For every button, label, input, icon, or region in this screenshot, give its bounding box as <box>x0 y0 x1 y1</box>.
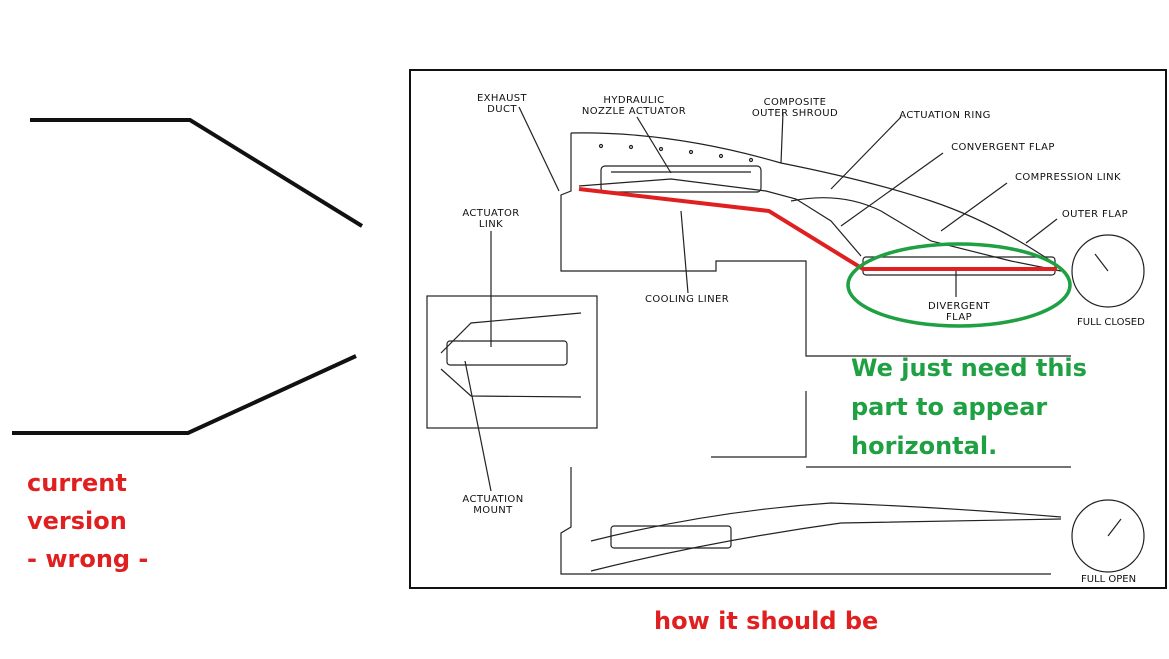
gauge-closed-icon <box>1071 234 1145 308</box>
label-actuation-ring: ACTUATION RING <box>899 110 991 121</box>
green-annotation: We just need this part to appear horizon… <box>851 349 1151 466</box>
shroud-rivets <box>598 143 754 163</box>
highlight-red-path <box>578 187 1057 271</box>
label-convergent-flap: CONVERGENT FLAP <box>951 142 1055 153</box>
outer-shroud-curve <box>570 132 1052 262</box>
current-version-panel: current version - wrong - <box>0 0 400 654</box>
lower-link-arm <box>440 368 582 398</box>
flap-structure <box>790 197 1062 272</box>
label-hydraulic-actuator: HYDRAULIC NOZZLE ACTUATOR <box>581 95 687 117</box>
lower-actuator-shape <box>610 525 732 549</box>
label-full-open: FULL OPEN <box>1081 574 1137 585</box>
nozzle-diagram <box>426 106 1145 575</box>
label-cooling-liner: COOLING LINER <box>644 294 730 305</box>
gauge-open-icon <box>1071 499 1145 573</box>
highlight-green-ellipse <box>846 242 1072 328</box>
note-line: - wrong - <box>27 545 149 573</box>
note-line: version <box>27 507 127 535</box>
actuator-link-inset <box>426 295 598 429</box>
label-actuation-mount: ACTUATION MOUNT <box>462 494 524 516</box>
nozzle-diagram-frame: EXHAUST DUCT HYDRAULIC NOZZLE ACTUATOR C… <box>409 69 1167 589</box>
annotation-line: We just need this <box>851 354 1087 382</box>
annotation-line: part to appear <box>851 393 1048 421</box>
lower-housing-steps <box>711 391 1071 468</box>
note-line: current <box>27 469 127 497</box>
caption-how-it-should-be: how it should be <box>654 607 879 635</box>
label-compression-link: COMPRESSION LINK <box>1015 172 1121 183</box>
link-cylinder <box>446 340 568 366</box>
label-full-closed: FULL CLOSED <box>1077 317 1145 328</box>
lower-contour-line <box>12 354 357 435</box>
label-composite-shroud: COMPOSITE OUTER SHROUD <box>751 97 839 119</box>
label-divergent-flap: DIVERGENT FLAP <box>927 301 990 323</box>
lower-flap-curve <box>590 502 1062 542</box>
lower-liner-curve <box>590 518 1062 572</box>
annotation-line: horizontal. <box>851 432 998 460</box>
current-version-sketch <box>12 118 364 435</box>
upper-link-arm <box>440 312 582 354</box>
divergent-flap-shape <box>862 256 1056 276</box>
label-exhaust-duct: EXHAUST DUCT <box>476 93 528 115</box>
upper-contour-line <box>30 118 364 228</box>
label-actuator-link: ACTUATOR LINK <box>462 208 520 230</box>
actuator-body <box>578 178 862 257</box>
lower-housing-outline <box>560 467 1051 575</box>
current-version-note: current version - wrong - <box>27 464 148 578</box>
label-outer-flap: OUTER FLAP <box>1061 209 1129 220</box>
hydraulic-actuator-shape <box>600 165 762 193</box>
upper-housing-outline <box>560 133 1071 357</box>
